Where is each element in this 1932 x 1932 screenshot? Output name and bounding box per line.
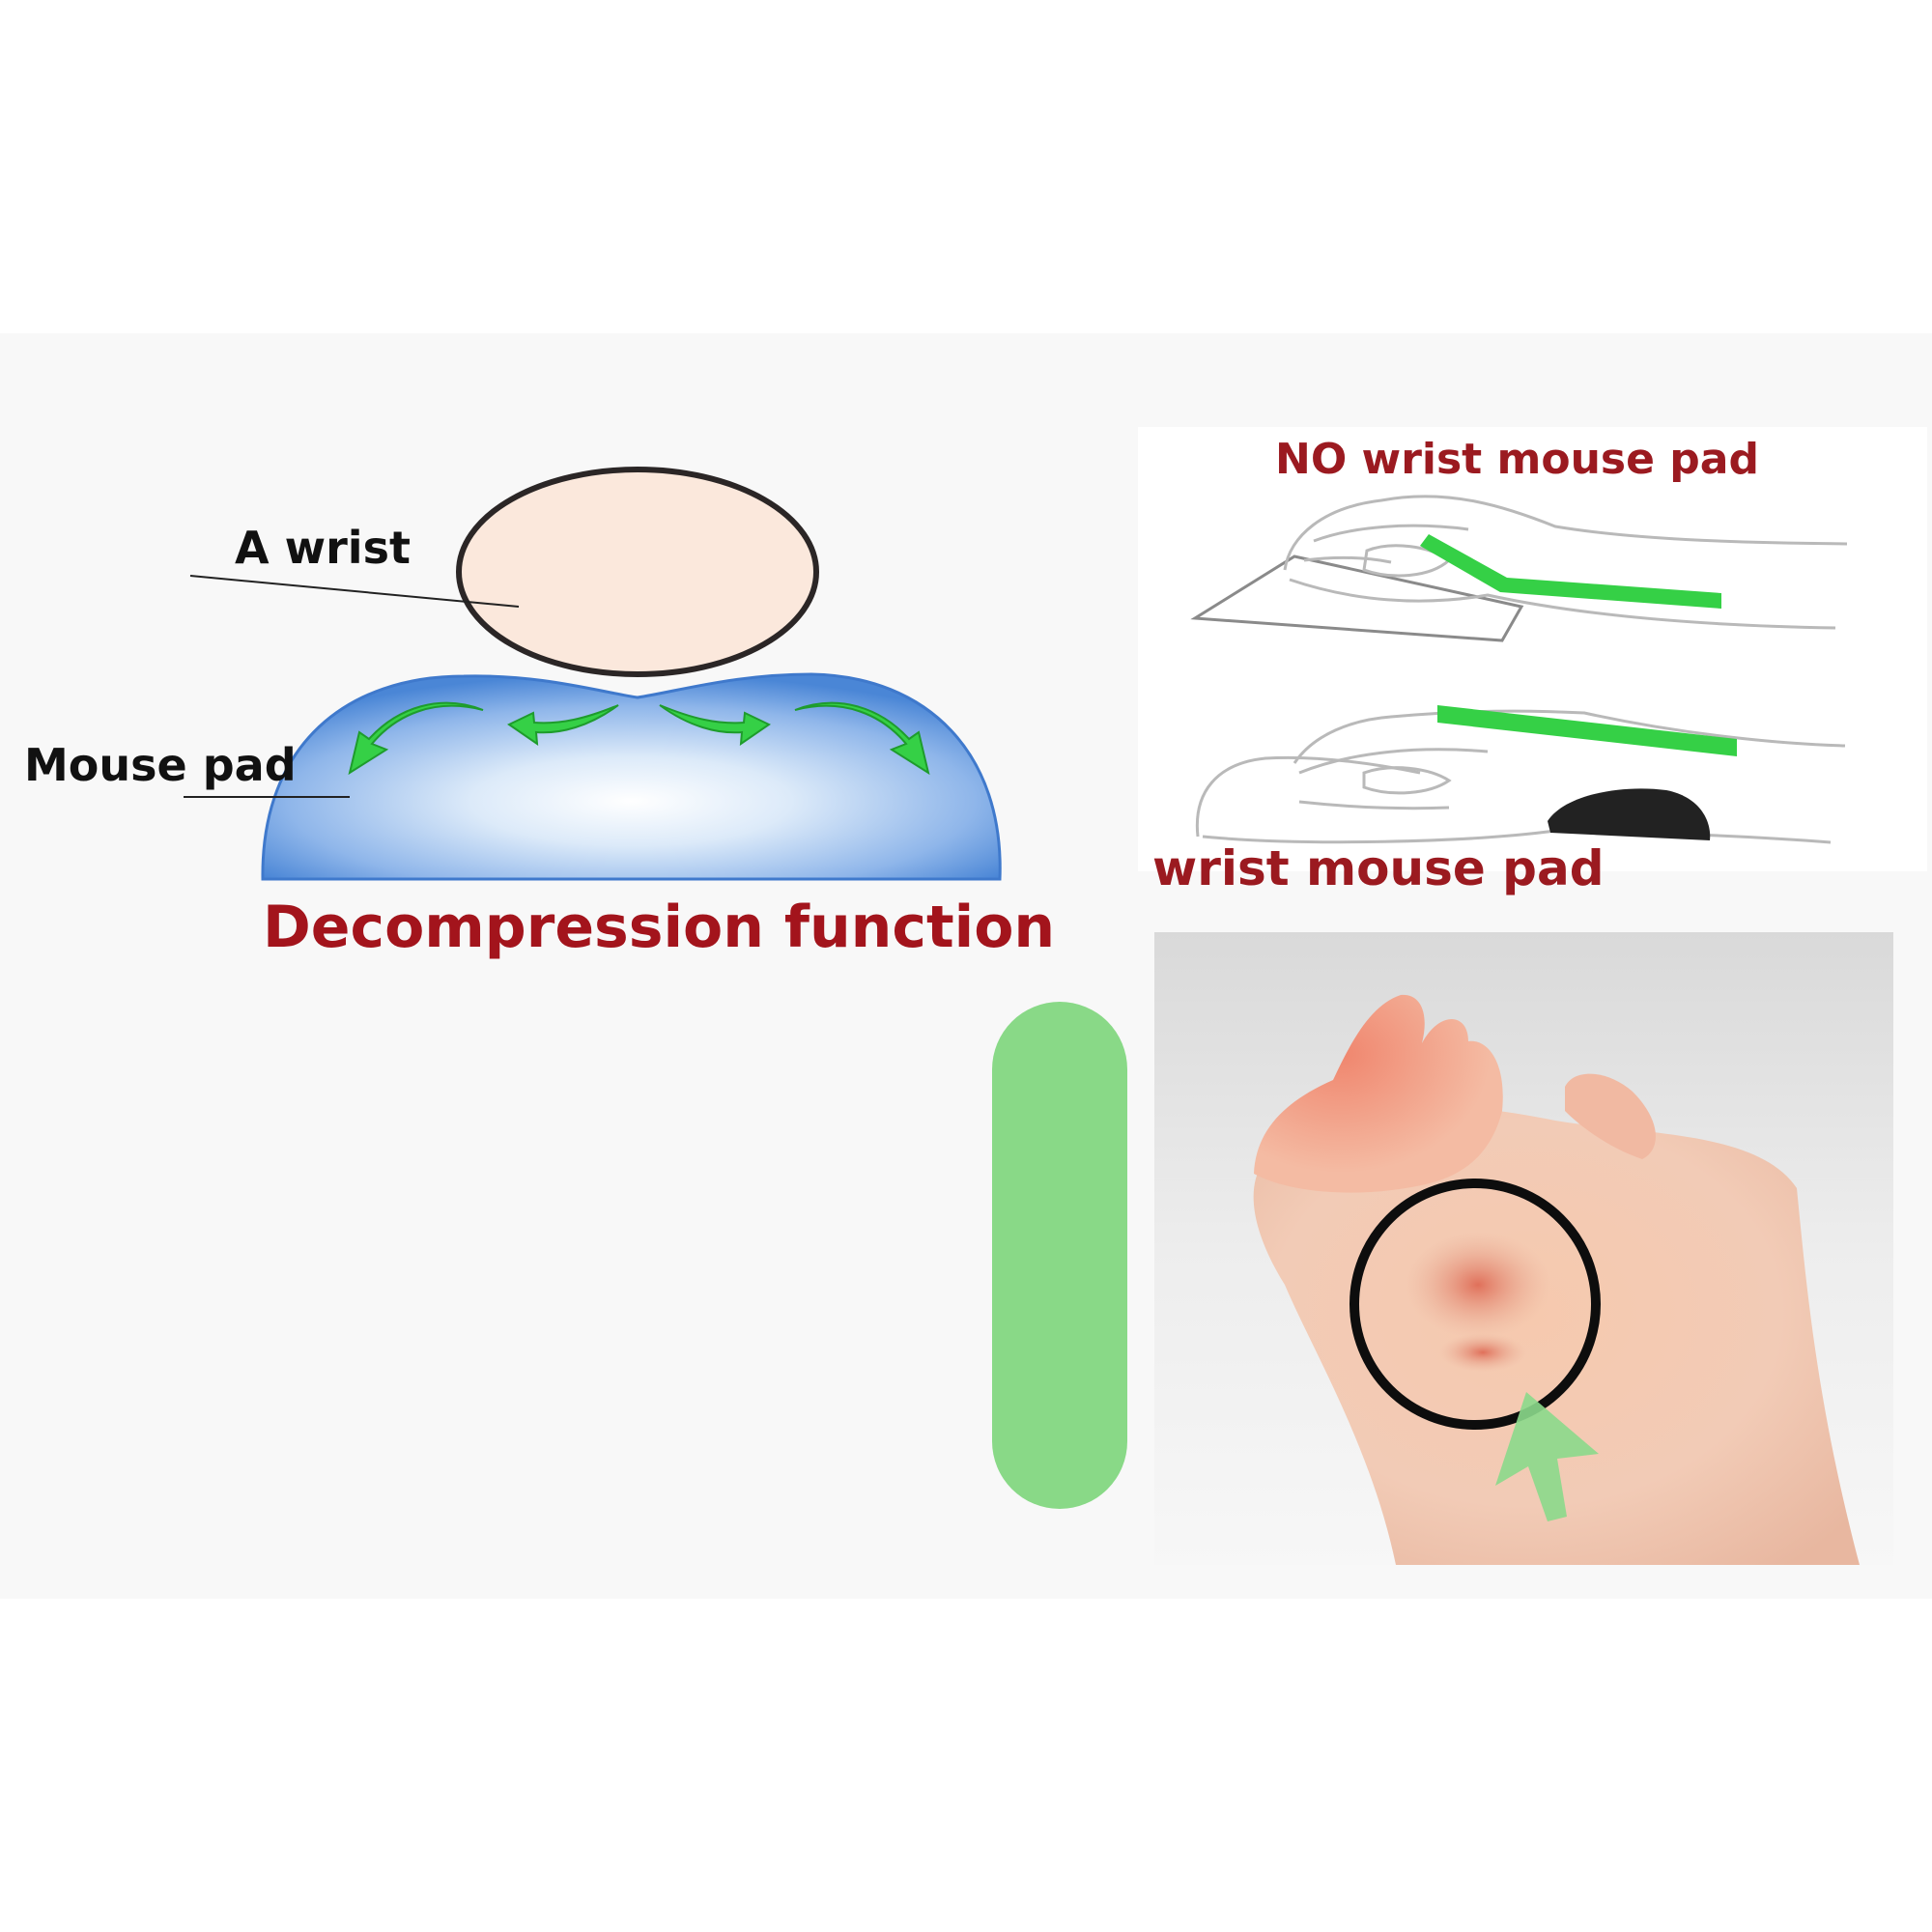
pressure-arrow xyxy=(1495,1392,1599,1521)
mouse-pad-label: Mouse pad xyxy=(24,739,297,791)
thumb-outline-2 xyxy=(1362,766,1452,795)
no-wrist-pad-label: NO wrist mouse pad xyxy=(1275,435,1759,484)
wrist-photo xyxy=(1154,932,1893,1565)
wrist-bruise xyxy=(1406,1232,1550,1338)
comparison-panel xyxy=(1138,427,1927,871)
hand-without-pad xyxy=(1190,495,1848,642)
hand-with-pad xyxy=(1195,709,1846,844)
mouse-outline xyxy=(1195,755,1421,838)
finger-lines-2 xyxy=(1298,748,1489,810)
bent-wrist-indicator xyxy=(1420,534,1721,609)
with-wrist-pad-label: wrist mouse pad xyxy=(1152,840,1605,896)
hand-outline-top-2 xyxy=(1293,709,1846,764)
wrist-leader-line xyxy=(189,575,520,608)
wrist-label: A wrist xyxy=(235,522,411,574)
green-wrist-rest-bar xyxy=(992,1002,1127,1509)
arrow-inner-right xyxy=(659,704,771,747)
hand-outline-bottom-2 xyxy=(1202,829,1832,844)
arrow-inner-left xyxy=(507,704,619,747)
comparison-background xyxy=(1138,427,1927,871)
arrow-outer-left xyxy=(348,701,484,776)
pressure-point-circle xyxy=(1350,1179,1601,1430)
decompression-caption: Decompression function xyxy=(263,894,1056,961)
hand-outline-bottom xyxy=(1289,578,1836,630)
arrow-outer-right xyxy=(794,701,930,776)
finger-lines xyxy=(1303,524,1469,564)
mouse-pad-sheet xyxy=(1190,554,1524,642)
mouse-pad-shape xyxy=(261,672,1002,881)
wrist-rest-cross-section xyxy=(184,467,1002,881)
wrist-bruise-lower xyxy=(1439,1333,1526,1372)
hand-outline-top xyxy=(1283,495,1848,571)
wrist-rest-cushion xyxy=(1548,788,1711,840)
forearm xyxy=(1253,1106,1860,1565)
wrist-ellipse xyxy=(456,467,819,677)
palm-fingers xyxy=(1254,994,1503,1193)
straight-wrist-indicator xyxy=(1437,705,1737,756)
thumb xyxy=(1565,1073,1656,1159)
pressure-arrows xyxy=(348,701,930,776)
